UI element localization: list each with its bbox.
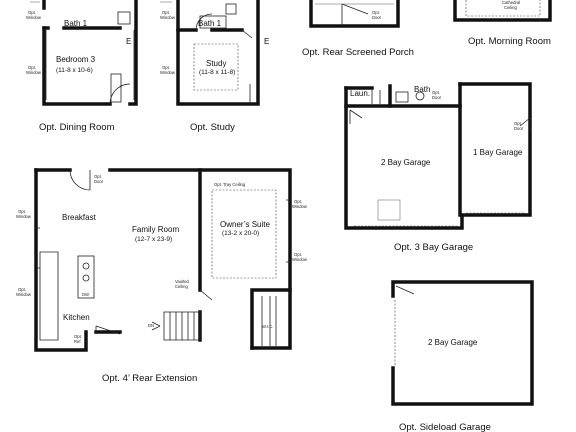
label-e-dining: E (126, 37, 131, 46)
note-door-porch-2: Door (372, 15, 382, 20)
note-window-ext-2: Window (16, 214, 32, 219)
label-sideload-bay: 2 Bay Garage (428, 338, 478, 347)
label-owners-suite: Owner’s Suite (220, 220, 271, 229)
note-window-study-2: Window (160, 15, 176, 20)
label-e-study: E (264, 37, 269, 46)
plan-screened-porch: Opt. Door Opt. Rear Screened Porch (302, 0, 414, 58)
label-study: Study (206, 59, 226, 68)
note-window-study-1: Opt. (162, 10, 170, 15)
label-kitchen: Kitchen (63, 313, 90, 322)
note-window-dining-3: Opt. (28, 65, 36, 70)
label-bath1-study: Bath 1 (198, 19, 222, 28)
label-one-bay: 1 Bay Garage (473, 148, 523, 157)
note-window-ext-5: Opt. (294, 199, 302, 204)
plan-sideload-garage: 2 Bay Garage Opt. Sideload Garage (391, 280, 534, 432)
label-laun: Laun. (350, 89, 370, 98)
plan-morning-room: Cathedral Ceiling Opt. Morning Room (453, 0, 552, 47)
caption-sideload: Opt. Sideload Garage (399, 422, 491, 432)
note-door-garage-2: Door (514, 126, 524, 131)
note-window-ext-1: Opt. (18, 209, 26, 214)
note-dn: DN (148, 323, 154, 328)
note-window-ext-7: Opt. (294, 252, 302, 257)
label-bath-garage: Bath (414, 85, 430, 94)
label-breakfast: Breakfast (62, 213, 97, 222)
note-window-study-4: Window (160, 70, 176, 75)
note-window-dining-4: Window (26, 70, 42, 75)
label-family-room: Family Room (132, 225, 179, 234)
note-door-ext-1: Opt. (94, 174, 102, 179)
note-door-ext-2: Door (94, 179, 104, 184)
label-owners-dim: (13-2 x 20-0) (222, 230, 259, 237)
note-window-ext-3: Opt. (18, 287, 26, 292)
note-door-garage-1: Opt. (514, 121, 522, 126)
note-window-ext-4: Window (16, 292, 32, 297)
note-door-garage-3: Opt. (432, 90, 440, 95)
caption-rear-extension: Opt. 4’ Rear Extension (102, 373, 197, 384)
note-window-ext-8: Window (292, 257, 308, 262)
note-window-study-3: Opt. (162, 65, 170, 70)
note-cathedral-1: Cathedral (502, 0, 520, 5)
plan-three-bay-garage: Laun. Bath 2 Bay Garage 1 Bay Garage Opt… (344, 82, 532, 253)
note-window-dining-1: Opt. (28, 10, 36, 15)
plan-study: Bath 1 Study (11-8 x 11-8) E Opt. Window… (160, 0, 269, 133)
label-study-dim: (11-8 x 11-8) (199, 69, 235, 76)
label-bath1-dining: Bath 1 (64, 19, 88, 28)
note-door-garage-4: Door (432, 95, 442, 100)
label-bedroom3: Bedroom 3 (56, 55, 96, 64)
caption-screened-porch: Opt. Rear Screened Porch (302, 47, 414, 58)
note-dw: DW (82, 292, 89, 297)
note-window-ext-6: Window (292, 204, 308, 209)
note-window-dining-2: Window (26, 15, 42, 20)
note-door-porch-1: Opt. (372, 10, 380, 15)
note-ref-2: Ref. (74, 339, 82, 344)
note-wic: W.I.C. (262, 324, 273, 329)
label-two-bay: 2 Bay Garage (381, 158, 431, 167)
caption-morning-room: Opt. Morning Room (468, 36, 551, 47)
plan-rear-extension: Breakfast Family Room (12-7 x 23-9) Owne… (16, 168, 308, 384)
caption-study: Opt. Study (190, 122, 235, 133)
note-vaulted-1: Vaulted (175, 279, 190, 284)
note-cathedral-2: Ceiling (504, 5, 517, 10)
note-tray-ceiling: Opt. Tray Ceiling (214, 182, 246, 187)
note-vaulted-2: Ceiling (175, 284, 188, 289)
caption-three-bay: Opt. 3 Bay Garage (394, 242, 473, 253)
label-bedroom3-dim: (11-8 x 10-6) (56, 67, 93, 74)
note-ref-1: Opt. (74, 334, 82, 339)
caption-dining-room: Opt. Dining Room (39, 122, 115, 133)
label-family-dim: (12-7 x 23-9) (135, 236, 172, 243)
plan-dining-room: Bath 1 Bedroom 3 (11-8 x 10-6) E Opt. Wi… (26, 0, 138, 133)
